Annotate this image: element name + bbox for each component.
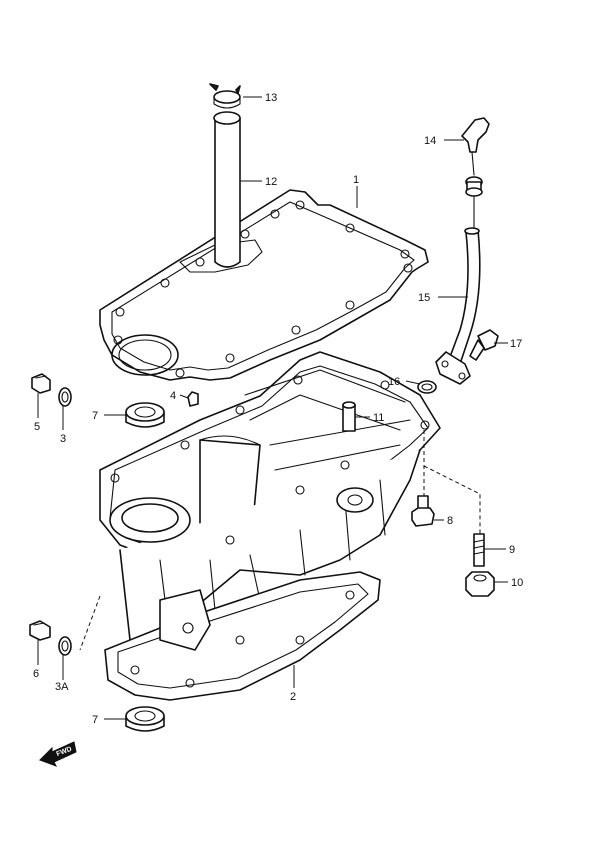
callout-16: 16	[388, 376, 400, 388]
callout-13: 13	[265, 92, 277, 104]
washer-part-3a[interactable]	[58, 636, 72, 656]
dowel-pin-part-11[interactable]	[342, 401, 356, 432]
washer-part-3[interactable]	[58, 387, 72, 407]
callout-11: 11	[373, 412, 384, 424]
oil-seal-part-7-lower[interactable]	[125, 706, 165, 732]
callout-labels: 13 12 1 14 15 17 16 11 4 7 5 3 8 9 10 6 …	[33, 92, 523, 726]
leader-lines	[37, 96, 508, 720]
fwd-badge: FWD	[39, 741, 77, 767]
bolt-part-17[interactable]	[469, 329, 499, 361]
callout-1: 1	[353, 174, 359, 186]
callout-9: 9	[509, 544, 515, 556]
callout-4: 4	[170, 390, 176, 402]
arrow-fwd-icon	[39, 741, 77, 767]
callout-7-upper: 7	[92, 410, 98, 422]
bolt-part-8[interactable]	[411, 495, 435, 527]
callout-14: 14	[424, 135, 436, 147]
nut-part-10[interactable]	[465, 571, 495, 597]
callout-2: 2	[290, 691, 296, 703]
plug-part-4[interactable]	[187, 391, 199, 407]
guide-tube-part-15[interactable]	[435, 227, 481, 385]
callout-3: 3	[60, 433, 66, 445]
pipe-part-12[interactable]	[213, 111, 241, 268]
callout-10: 10	[511, 577, 523, 589]
oil-seal-part-7-upper[interactable]	[125, 402, 165, 428]
callout-8: 8	[447, 515, 453, 527]
drain-plug-part-6[interactable]	[29, 620, 51, 641]
dipstick-handle-part-14[interactable]	[461, 117, 490, 231]
clamp-part-13[interactable]	[209, 83, 241, 109]
callout-7-lower: 7	[92, 714, 98, 726]
callout-17: 17	[510, 338, 522, 350]
callout-15: 15	[418, 292, 430, 304]
gasket-part-1[interactable]	[99, 189, 429, 381]
stud-part-9[interactable]	[473, 533, 485, 567]
callout-3a: 3A	[55, 681, 69, 693]
callout-6: 6	[33, 668, 39, 680]
o-ring-part-16[interactable]	[417, 380, 437, 394]
callout-5: 5	[34, 421, 40, 433]
drain-plug-part-5[interactable]	[31, 373, 51, 394]
callout-12: 12	[265, 176, 277, 188]
